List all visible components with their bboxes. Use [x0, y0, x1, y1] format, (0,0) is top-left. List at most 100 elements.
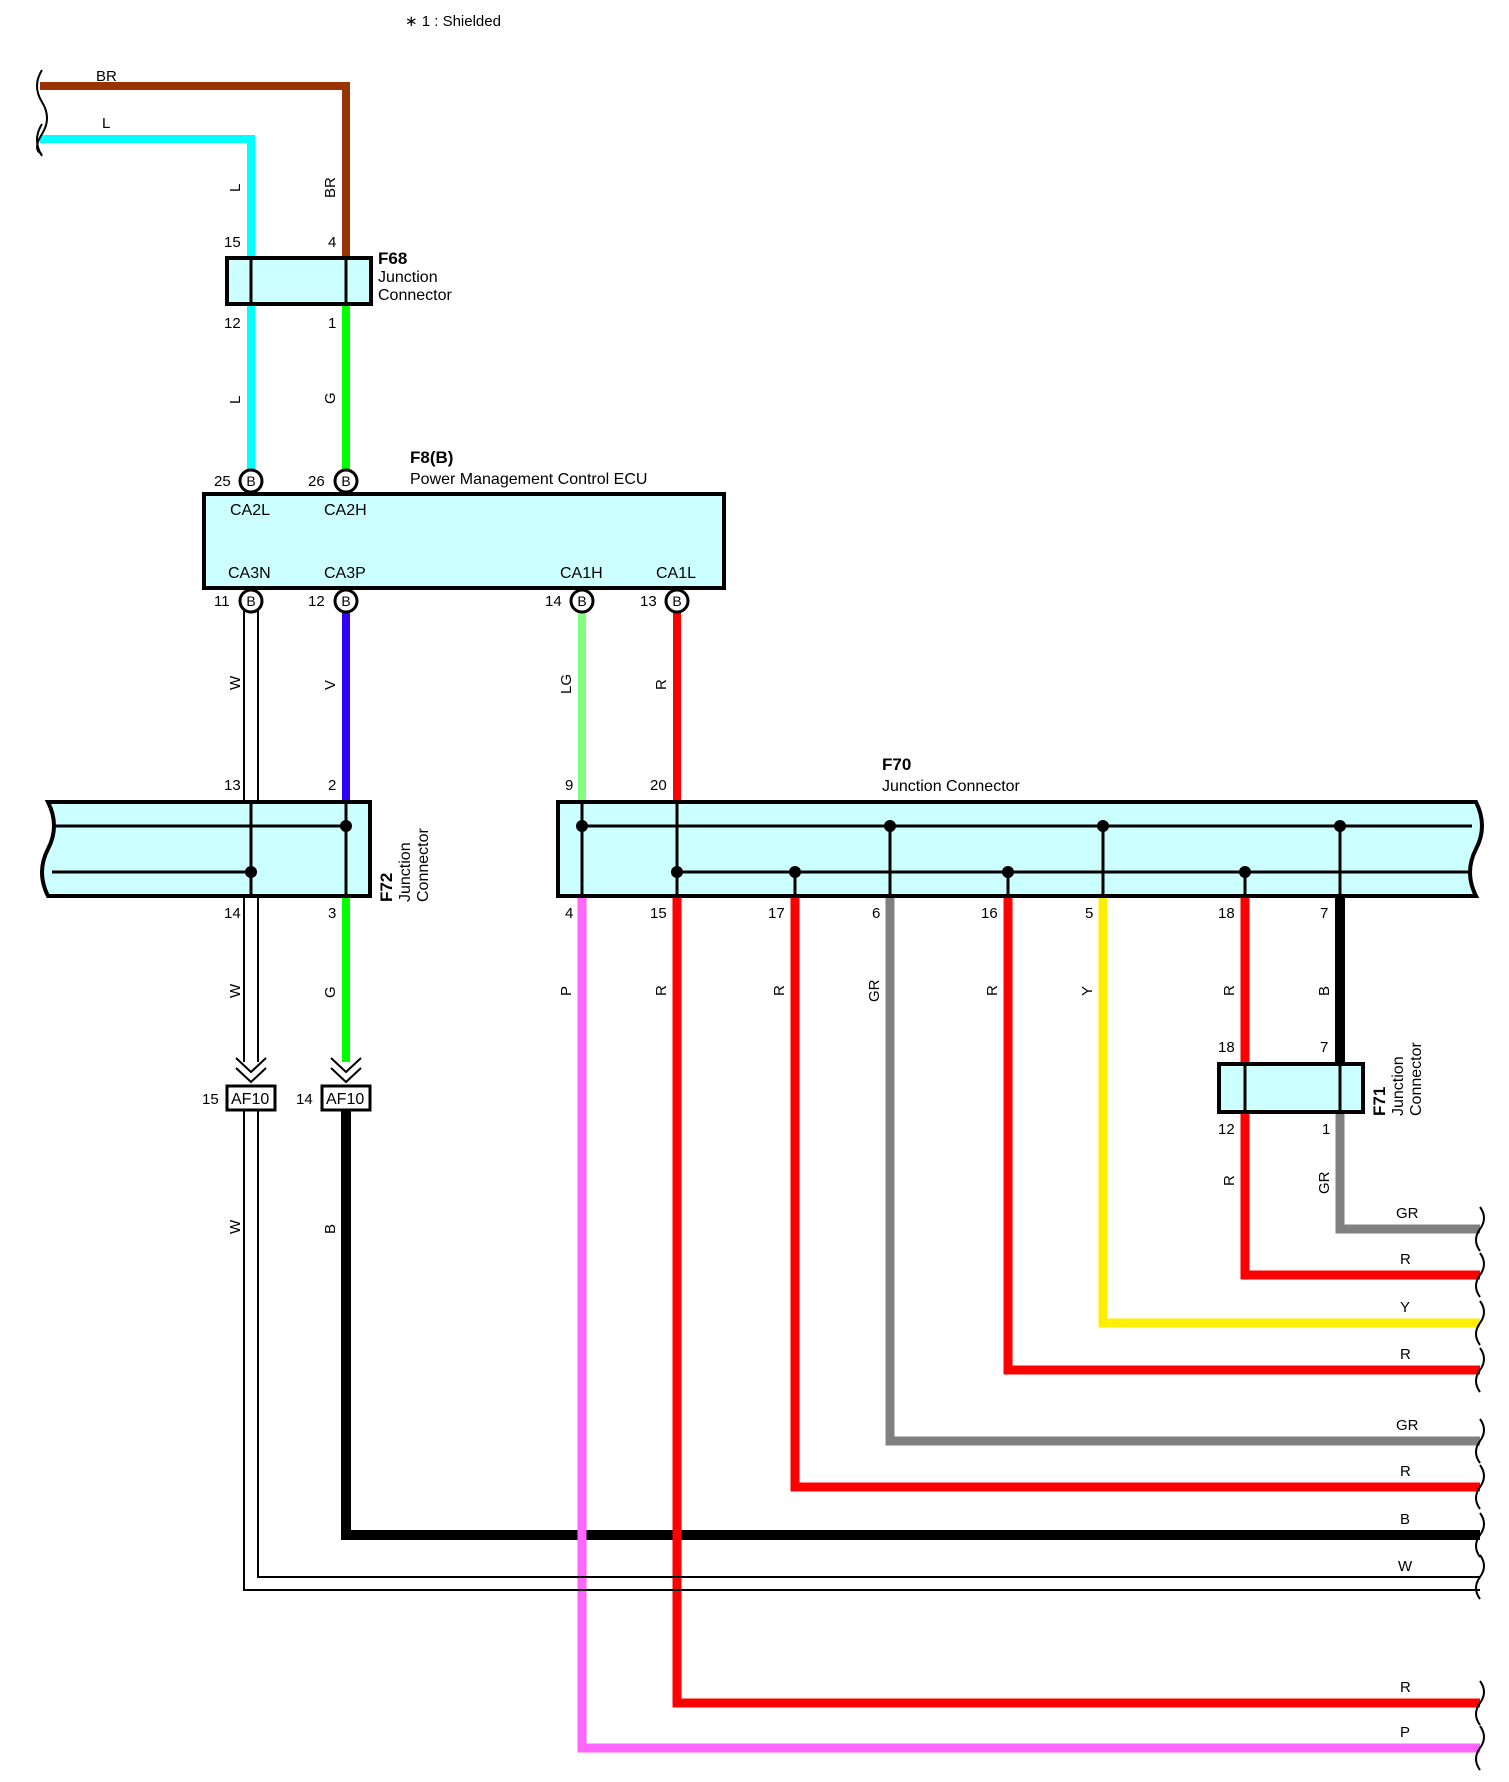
- label-p-1: P: [558, 986, 575, 996]
- f8-ecu: F8(B) Power Management Control ECU CA2L …: [202, 448, 726, 610]
- af10-pin-15: 15: [202, 1091, 219, 1108]
- wire-gr-6: [885, 896, 1480, 1446]
- f70-pin-6: 6: [872, 905, 880, 922]
- f68-pin-1: 1: [328, 315, 336, 332]
- f72-connector: 13 2 14 3 F72 Junction Connector: [40, 777, 432, 922]
- wire-r-17: [790, 896, 1480, 1492]
- af10-box-15[interactable]: [225, 1084, 277, 1112]
- f8-term-ca1h: CA1H: [560, 565, 603, 582]
- label-gr-r1: GR: [1396, 1205, 1419, 1222]
- label-r-r2: R: [1400, 1346, 1411, 1363]
- wire-p: [577, 896, 1480, 1753]
- shielded-note: ∗ 1 : Shielded: [405, 13, 501, 30]
- label-l-2: L: [227, 396, 244, 404]
- label-l-top: L: [102, 115, 110, 132]
- wire-l-top: [40, 135, 255, 258]
- label-r-2: R: [653, 985, 670, 996]
- f70-box[interactable]: [556, 800, 1484, 898]
- wire-break-mark: [1475, 1725, 1485, 1771]
- f72-pin-13: 13: [224, 777, 241, 794]
- f72-name1: Junction: [397, 842, 414, 902]
- f8-pin-badge-label: B: [341, 593, 350, 609]
- label-w-3: W: [227, 1219, 244, 1234]
- f68-id: F68: [378, 249, 407, 268]
- label-r-5: R: [1221, 985, 1238, 996]
- f70-id: F70: [882, 755, 911, 774]
- wire-color-labels: BR L L BR L G W V LG R W G P R R GR R Y …: [96, 68, 1419, 1741]
- wire-r-16: [1003, 896, 1480, 1375]
- f72-pin-14: 14: [224, 905, 241, 922]
- f70-pin-4: 4: [565, 905, 573, 922]
- label-br-1: BR: [322, 177, 339, 198]
- f70-pin-16: 16: [981, 905, 998, 922]
- f70-pin-9: 9: [565, 777, 573, 794]
- f71-id: F71: [1370, 1087, 1389, 1116]
- label-v: V: [322, 680, 339, 690]
- wire-break-mark: [1475, 1554, 1485, 1600]
- f8-pin-badge-label: B: [246, 593, 255, 609]
- wires: [40, 82, 1480, 1753]
- label-lg: LG: [558, 674, 575, 694]
- wire-w-pair: [243, 610, 1480, 1591]
- wire-breaks: [36, 69, 48, 157]
- wire-gr-f71: [1335, 1112, 1480, 1234]
- af10-pin-14: 14: [296, 1091, 313, 1108]
- label-r-r3: R: [1400, 1463, 1411, 1480]
- f71-pin-1: 1: [1322, 1121, 1330, 1138]
- f8-term-ca3n: CA3N: [228, 565, 271, 582]
- f68-name1: Junction: [378, 269, 438, 286]
- f68-box[interactable]: [225, 256, 373, 306]
- label-g-1: G: [322, 392, 339, 404]
- wire-break-mark: [1475, 1680, 1485, 1726]
- f8-term-ca2h: CA2H: [324, 502, 367, 519]
- f70-pin-5: 5: [1085, 905, 1093, 922]
- f70-pin-7: 7: [1320, 905, 1328, 922]
- f8-pin-12: 12: [308, 593, 325, 610]
- wire-break-mark: [1475, 1252, 1485, 1298]
- wire-break-mark: [1475, 1512, 1485, 1558]
- label-r-1: R: [653, 679, 670, 690]
- f68-pin-15: 15: [224, 234, 241, 251]
- wire-break-mark: [1475, 1300, 1485, 1346]
- f68-pin-4: 4: [328, 234, 336, 251]
- label-w-2: W: [227, 983, 244, 998]
- wire-b-af10: [341, 1110, 1480, 1540]
- label-gr-2: GR: [1316, 1171, 1333, 1194]
- f70-name: Junction Connector: [882, 778, 1021, 795]
- f8-term-ca3p: CA3P: [324, 565, 366, 582]
- label-w-1: W: [227, 675, 244, 690]
- f70-pin-18: 18: [1218, 905, 1235, 922]
- label-gr-r2: GR: [1396, 1417, 1419, 1434]
- f8-pin-badge-circle: [238, 468, 264, 494]
- f71-connector: 18 7 12 1 F71 Junction Connector: [1217, 1039, 1425, 1138]
- f68-name2: Connector: [378, 287, 452, 304]
- af10-chevron-icon-14: [330, 1057, 362, 1084]
- f72-box[interactable]: [40, 800, 372, 898]
- wire-break-mark: [1475, 1347, 1485, 1393]
- label-b-1: B: [1316, 986, 1333, 996]
- f8-name: Power Management Control ECU: [410, 471, 647, 488]
- f68-connector: F68 Junction Connector 15 4 12 1: [224, 234, 452, 332]
- f70-connector: F70 Junction Connector 9 20 4 15 17 6 16…: [556, 755, 1484, 922]
- af10-connector: AF10 AF10 15 14: [202, 1057, 372, 1112]
- label-br-top: BR: [96, 68, 117, 85]
- f71-name1: Junction: [1390, 1056, 1407, 1116]
- wire-break-mark: [1475, 1206, 1485, 1252]
- f72-name2: Connector: [415, 828, 432, 902]
- f8-id: F8(B): [410, 448, 453, 467]
- label-w-r1: W: [1398, 1558, 1413, 1575]
- wire-break-mark: [1475, 1418, 1485, 1464]
- f8-term-ca1l: CA1L: [656, 565, 696, 582]
- wire-break-mark: [1475, 1464, 1485, 1510]
- af10-box-14[interactable]: [320, 1084, 372, 1112]
- f68-pin-12: 12: [224, 315, 241, 332]
- f8-pin-badge-label: B: [341, 473, 350, 489]
- f70-pin-20: 20: [650, 777, 667, 794]
- f70-pin-15: 15: [650, 905, 667, 922]
- f72-pin-2: 2: [328, 777, 336, 794]
- f8-box[interactable]: [202, 492, 726, 590]
- f8-pin-badge-circle: [664, 588, 690, 614]
- label-r-3: R: [771, 985, 788, 996]
- label-r-r4: R: [1400, 1679, 1411, 1696]
